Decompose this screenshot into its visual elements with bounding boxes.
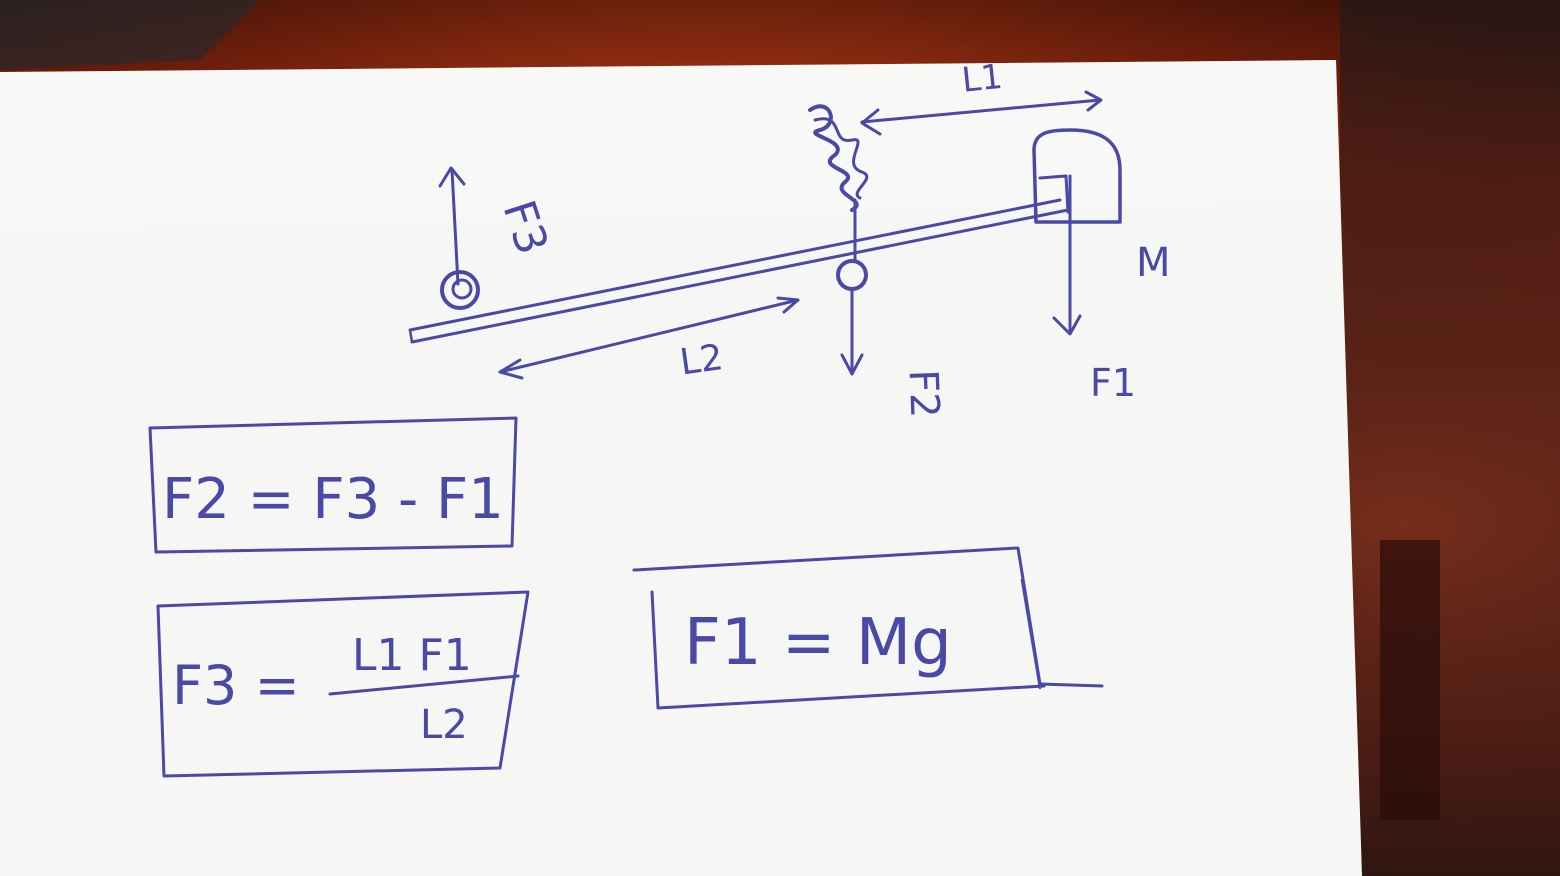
label-mass: M: [1136, 240, 1171, 286]
equation-box-3: F1 = Mg: [632, 546, 1104, 710]
eq2-lhs: F3 =: [172, 654, 300, 717]
equation-box-2: F3 = L1 F1 L2: [156, 590, 530, 778]
dimension-l2: [498, 296, 800, 380]
eq2-numerator: L1 F1: [352, 630, 472, 681]
label-l2: L2: [677, 337, 725, 384]
paper-surface: [0, 60, 1362, 876]
eq3-text: F1 = Mg: [684, 606, 952, 680]
left-support: [438, 166, 480, 310]
dimension-l1: [860, 90, 1103, 136]
label-l1: L1: [960, 57, 1005, 101]
label-f1: F1: [1090, 361, 1136, 405]
eq2-denominator: L2: [420, 702, 468, 748]
label-f2: F2: [900, 369, 948, 419]
lever-beam: [408, 198, 1070, 344]
mass-block: [1032, 128, 1122, 336]
eq1-text: F2 = F3 - F1: [162, 467, 504, 532]
spring-pivot: [808, 104, 869, 376]
fraction-bar: [328, 674, 520, 696]
equation-box-1: F2 = F3 - F1: [148, 416, 518, 554]
